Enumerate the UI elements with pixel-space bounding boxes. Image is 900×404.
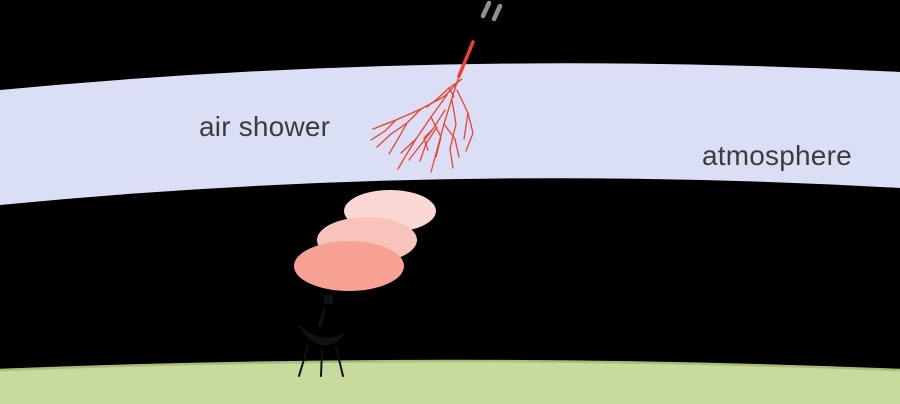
- shower-track: [370, 119, 397, 141]
- ground-edge: [0, 359, 900, 372]
- shower-track: [400, 94, 448, 154]
- antenna-feed-box: [324, 295, 333, 304]
- antenna-leg: [298, 345, 309, 377]
- radio-emission-ellipses: [294, 190, 436, 291]
- ground: [0, 361, 900, 404]
- shower-track: [388, 122, 408, 155]
- cosmic-ray-dash: [491, 3, 503, 22]
- radio-footprint-ellipse-bottom: [294, 241, 404, 291]
- shower-track: [443, 123, 460, 158]
- radio-antenna-icon: [298, 295, 346, 377]
- shower-track: [465, 112, 474, 152]
- atmosphere-band: [0, 63, 900, 205]
- cosmic-ray-dashes: [480, 0, 503, 22]
- shower-track: [376, 108, 422, 148]
- shower-track: [430, 116, 442, 158]
- cosmic-ray-dash: [480, 0, 492, 19]
- atmosphere-label: atmosphere: [702, 140, 852, 171]
- air-shower-tracks: [370, 40, 475, 173]
- shower-track: [426, 87, 450, 108]
- antenna-leg: [320, 350, 323, 377]
- shower-track: [423, 128, 434, 151]
- antenna-leg: [335, 346, 344, 377]
- shower-track: [408, 109, 446, 161]
- air-shower-label: air shower: [199, 111, 331, 142]
- antenna-dish: [298, 325, 346, 346]
- antenna-signal-dash: [318, 309, 326, 327]
- shower-track: [397, 138, 417, 170]
- primary-particle-track: [457, 40, 475, 78]
